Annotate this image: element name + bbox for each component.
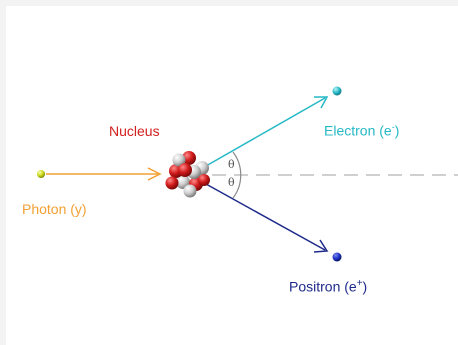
positron-label-close: ) [363, 279, 368, 295]
theta-upper-label: θ [228, 158, 235, 171]
positron-label-text: Positron (e [289, 279, 357, 295]
electron-dot [333, 87, 342, 96]
electron-label-text: Electron (e [324, 123, 392, 139]
proton [166, 177, 179, 190]
positron-track [206, 184, 342, 262]
photon-dot [37, 170, 45, 178]
theta-lower-label: θ [228, 176, 235, 189]
proton [178, 163, 192, 177]
electron-track [206, 87, 342, 167]
proton [198, 174, 210, 186]
neutron [184, 185, 197, 198]
nucleus-label: Nucleus [109, 123, 160, 139]
nucleus [166, 151, 211, 198]
electron-label-close: ) [395, 123, 400, 139]
photon-track [37, 168, 160, 180]
positron-dot [333, 253, 342, 262]
positron-line [206, 184, 325, 250]
positron-arrowhead [314, 240, 327, 252]
positron-label: Positron (e+) [289, 276, 367, 295]
electron-label: Electron (e-) [324, 119, 399, 139]
photon-label: Photon (y) [22, 201, 87, 217]
electron-line [206, 98, 325, 166]
